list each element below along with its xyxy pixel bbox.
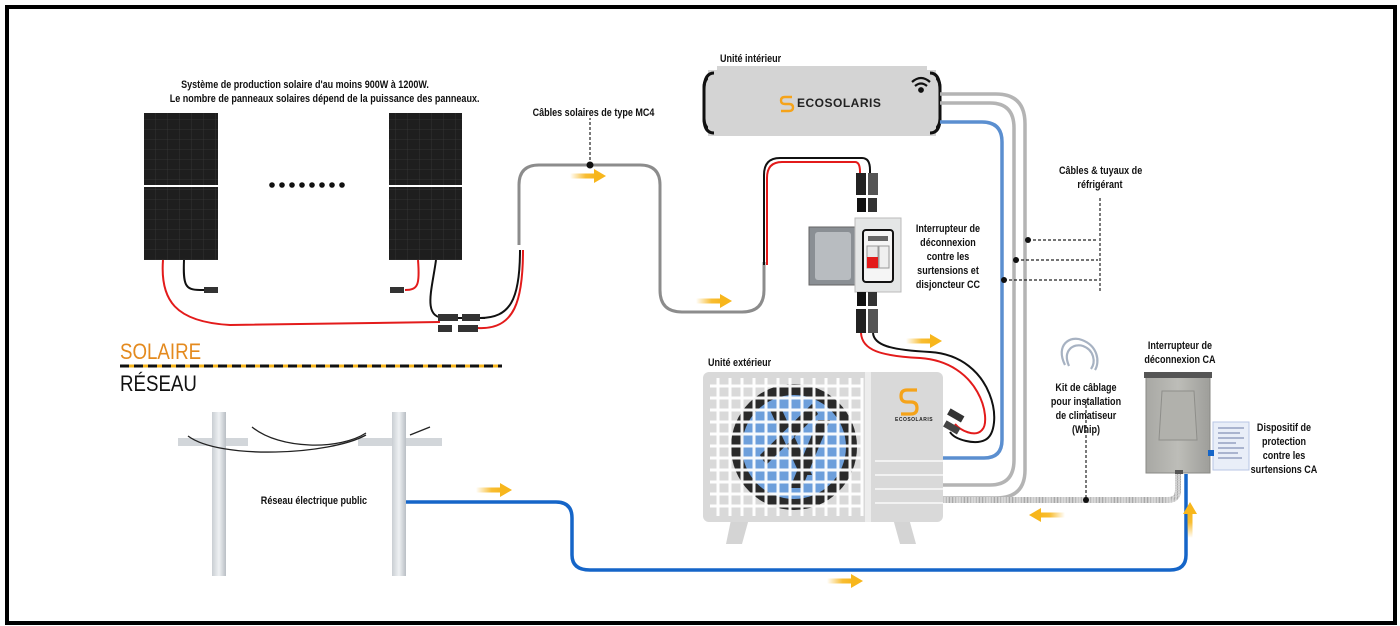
solar-note-line-2: Le nombre de panneaux solaires dépend de… [169,93,480,105]
solar-system-note: Système de production solaire d'au moins… [169,78,480,106]
whip-label-line: Kit de câblage [1055,382,1117,394]
ecosolaris-logo-icon [779,95,795,113]
public-grid-label: Réseau électrique public [260,495,368,507]
dc-output-wires [860,332,996,443]
diagram-frame [5,5,1397,625]
solar-panel-1 [144,113,218,260]
flow-arrow-grid-2 [827,574,863,588]
surge-label-line: Dispositif de [1256,422,1312,434]
dc-switch-label: Interrupteur de déconnexion contre les s… [907,222,989,292]
whip-label-line: de climatiseur [1055,410,1117,422]
ac-switch-label-line: déconnexion CA [1144,354,1216,366]
whip-kit-label: Kit de câblage pour installation de clim… [1045,381,1127,437]
outdoor-unit-label: Unité extérieur [708,357,772,369]
ac-switch-label-line: Interrupteur de [1147,340,1213,352]
surge-label-line: protection [1261,436,1307,448]
ac-disconnect-box [1144,372,1212,474]
ac-surge-label: Dispositif de protection contre les surt… [1243,421,1325,477]
zone-grid-label: RÉSEAU [120,371,197,396]
refrigerant-label-line: réfrigérant [1077,179,1123,191]
whip-label-line: (Whip) [1071,424,1101,436]
refrigerant-label: Câbles & tuyaux de réfrigérant [1059,164,1143,192]
flow-arrow-mc4-bottom [696,294,732,308]
surge-label-line: contre les [1262,450,1306,462]
ac-surge-device [1208,421,1250,471]
indoor-unit-brand: ECOSOLARIS [797,96,882,110]
surge-label-line: surtensions CA [1250,464,1318,476]
utility-pole-2 [358,412,442,576]
whip-kit-icon [1060,337,1099,371]
flow-arrow-whip [1029,508,1065,522]
ac-switch-label: Interrupteur de déconnexion CA [1139,339,1221,367]
ellipsis-dots [269,182,345,188]
power-lines [187,426,431,453]
dc-switch-label-line: déconnexion [920,237,976,249]
flow-arrow-mc4-top [570,169,606,183]
flow-arrow-grid-1 [476,483,512,497]
mc4-cable [517,118,871,314]
outdoor-logo-icon [899,388,919,416]
indoor-unit [702,66,942,136]
wifi-icon [911,76,931,93]
dc-switch-label-line: contre les [926,251,970,263]
dc-switch-label-line: disjoncteur CC [915,279,981,291]
dc-switch-label-line: surtensions et [917,265,979,277]
dc-switch-label-line: Interrupteur de [915,223,981,235]
panel-dc-wires [161,249,524,332]
whip-conduit [943,400,1181,503]
solar-note-line-1: Système de production solaire d'au moins… [181,79,429,91]
zone-solar-label: SOLAIRE [120,339,202,364]
refrigerant-lines [935,92,1027,500]
outdoor-unit [703,372,943,544]
whip-label-line: pour installation [1050,396,1122,408]
flow-arrow-dc [906,334,942,348]
refrigerant-leader-lines [1001,198,1101,292]
refrigerant-label-line: Câbles & tuyaux de [1059,165,1143,177]
solar-panel-2 [389,113,462,260]
dc-disconnect-box [808,173,902,333]
utility-pole-1 [178,412,248,576]
outdoor-unit-brand: ECOSOLARIS [895,417,934,423]
indoor-unit-label: Unité intérieur [720,53,782,65]
mc4-cable-label: Câbles solaires de type MC4 [532,107,655,119]
grid-cable [406,474,1188,572]
